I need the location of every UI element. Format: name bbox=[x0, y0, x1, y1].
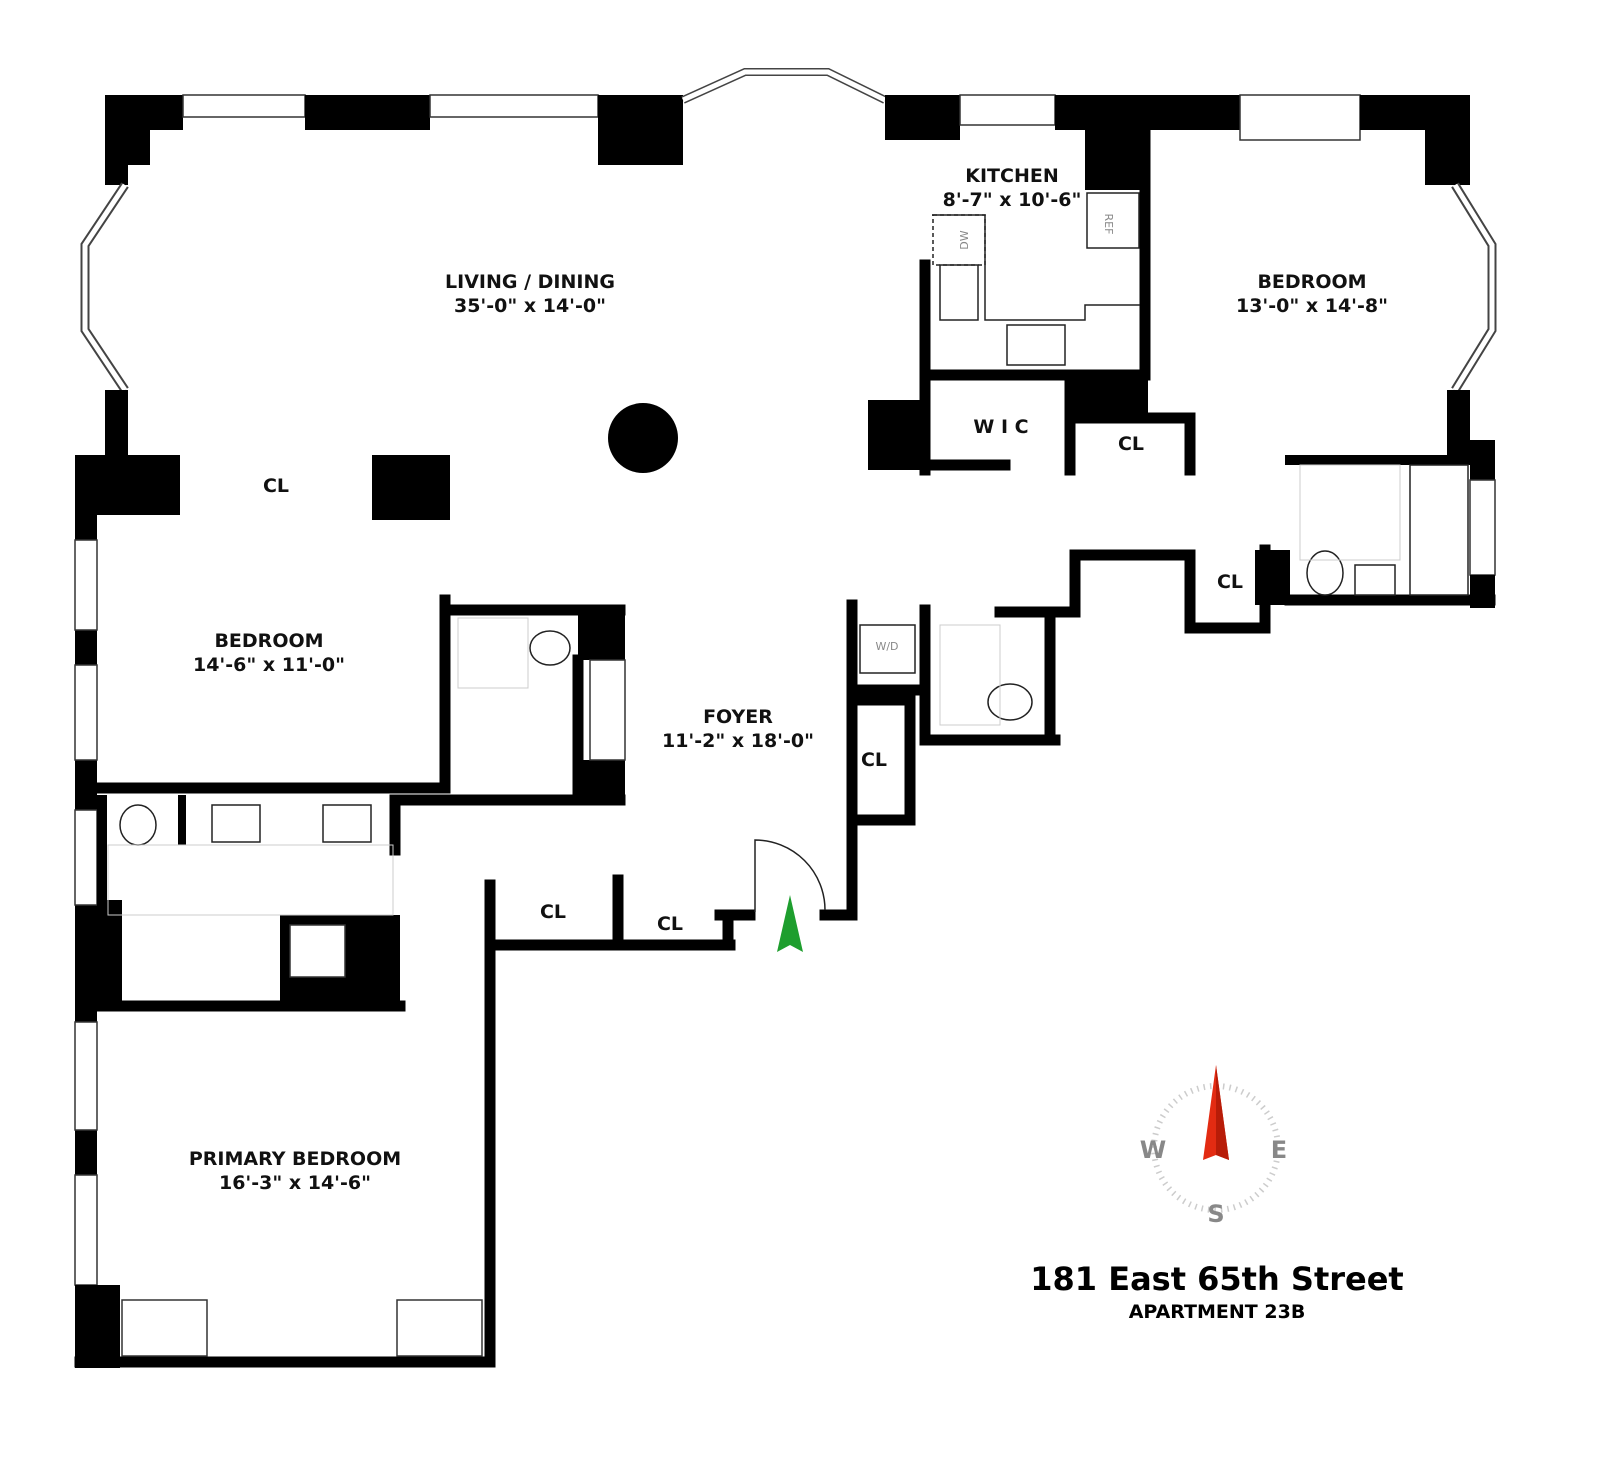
closet-label: CL bbox=[861, 749, 887, 771]
room-dimensions: 35'-0" x 14'-0" bbox=[454, 295, 606, 317]
sink bbox=[939, 264, 979, 321]
address-title: 181 East 65th Street bbox=[1030, 1260, 1403, 1298]
toilet bbox=[1306, 550, 1344, 596]
compass: W E S bbox=[1140, 1065, 1287, 1228]
dw-label: DW bbox=[958, 230, 971, 249]
compass-west: W bbox=[1140, 1136, 1166, 1164]
room-name: KITCHEN bbox=[965, 165, 1058, 187]
toilet bbox=[987, 683, 1033, 721]
window bbox=[182, 94, 306, 118]
compass-east: E bbox=[1271, 1136, 1287, 1164]
room-name: PRIMARY BEDROOM bbox=[189, 1148, 401, 1170]
closet-label: CL bbox=[263, 475, 289, 497]
room-dimensions: 14'-6" x 11'-0" bbox=[193, 654, 345, 676]
room-name: BEDROOM bbox=[1257, 271, 1366, 293]
stove bbox=[1006, 324, 1066, 366]
room-dimensions: 13'-0" x 14'-8" bbox=[1236, 295, 1388, 317]
toilet bbox=[529, 630, 571, 666]
window bbox=[1239, 94, 1361, 141]
walls bbox=[74, 68, 1497, 1368]
closet-label: CL bbox=[657, 913, 683, 935]
washer-dryer bbox=[859, 624, 916, 674]
column bbox=[608, 403, 678, 473]
room-dimensions: 8'-7" x 10'-6" bbox=[943, 189, 1082, 211]
toilet bbox=[119, 804, 157, 846]
room-name: LIVING / DINING bbox=[445, 271, 615, 293]
room-name: BEDROOM bbox=[214, 630, 323, 652]
wd-label: W/D bbox=[875, 640, 898, 653]
closet-label: CL bbox=[1217, 571, 1243, 593]
ref-label: REF bbox=[1102, 214, 1115, 235]
closet-label: CL bbox=[540, 901, 566, 923]
closet-label: CL bbox=[1118, 433, 1144, 455]
wic-label: W I C bbox=[973, 416, 1028, 438]
room-dimensions: 16'-3" x 14'-6" bbox=[219, 1172, 371, 1194]
entry-arrow bbox=[777, 895, 803, 952]
bathtub bbox=[1409, 464, 1469, 596]
window bbox=[429, 94, 599, 118]
room-dimensions: 11'-2" x 18'-0" bbox=[662, 730, 814, 752]
address-subtitle: APARTMENT 23B bbox=[1129, 1301, 1306, 1323]
fixtures bbox=[107, 192, 1469, 952]
sink bbox=[1354, 564, 1396, 596]
sink bbox=[322, 804, 372, 843]
room-labels: LIVING / DINING 35'-0" x 14'-0" KITCHEN … bbox=[189, 165, 1388, 1194]
compass-south: S bbox=[1207, 1200, 1224, 1228]
window bbox=[959, 94, 1056, 126]
room-name: FOYER bbox=[703, 706, 773, 728]
refrigerator bbox=[1086, 192, 1140, 249]
sink bbox=[211, 804, 261, 843]
